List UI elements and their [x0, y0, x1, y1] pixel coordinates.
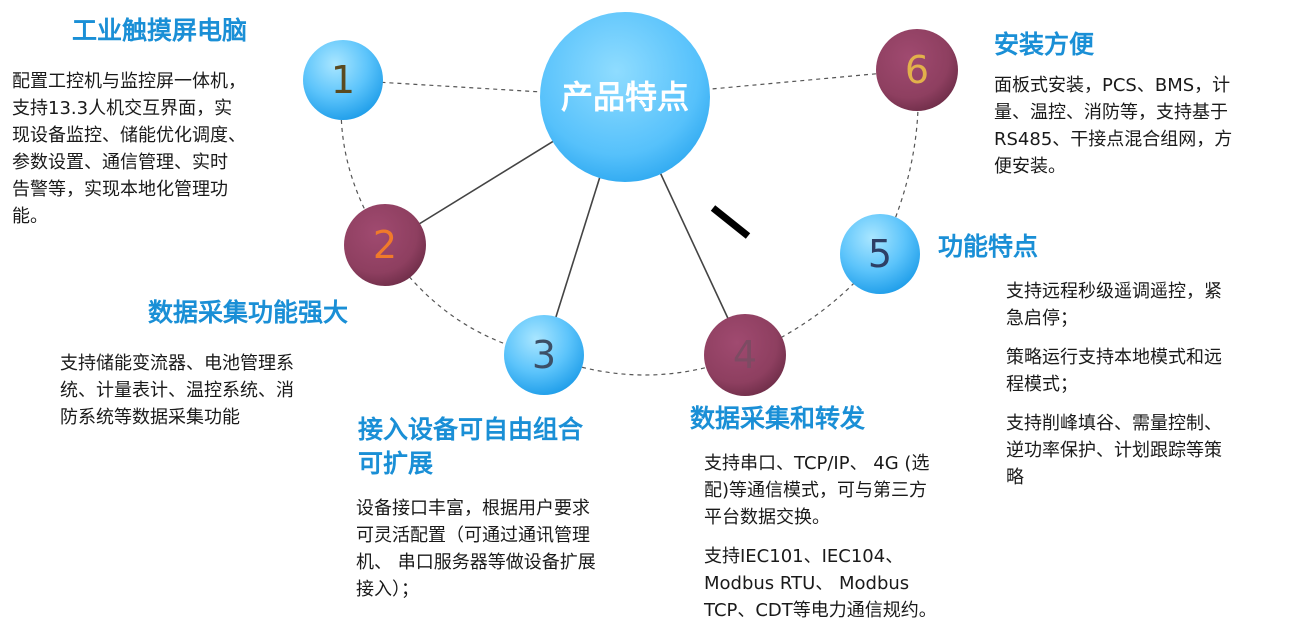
node-2: 2: [344, 204, 426, 286]
nodes: 1 2 3 4 5 6: [303, 29, 958, 396]
node-number-1: 1: [331, 58, 355, 102]
feature-6-description: 面板式安装，PCS、BMS，计 量、温控、消防等，支持基于 RS485、干接点混…: [994, 75, 1233, 177]
node-circle-6: [876, 29, 958, 111]
feature-2-description: 支持储能变流器、电池管理系 统、计量表计、温控系统、消 防系统等数据采集功能: [60, 353, 294, 428]
node-4: 4: [704, 314, 786, 396]
dashed-link-1: [342, 79, 626, 98]
feature-3-description: 设备接口丰富，根据用户要求 可灵活配置（可通过通讯管理 机、 串口服务器等做设备…: [356, 498, 596, 600]
node-5: 5: [840, 214, 920, 294]
feature-2-title: 数据采集功能强大: [148, 298, 349, 327]
node-6: 6: [876, 29, 958, 111]
center-circle: [540, 12, 710, 182]
node-number-2: 2: [373, 223, 397, 267]
feature-3-title: 接入设备可自由组合 可扩展: [358, 415, 584, 478]
node-circle-4: [704, 314, 786, 396]
feature-5-description: 支持远程秒级遥调遥控，紧 急启停； 策略运行支持本地模式和远 程模式； 支持削峰…: [1006, 281, 1222, 488]
feature-4-title: 数据采集和转发: [690, 404, 866, 433]
node-circle-5: [840, 214, 920, 294]
center-label: 产品特点: [561, 78, 689, 116]
node-number-6: 6: [905, 48, 929, 92]
node-3: 3: [504, 315, 584, 395]
node-circle-2: [344, 204, 426, 286]
node-circle-3: [504, 315, 584, 395]
decorative-stroke: [710, 205, 751, 239]
feature-5-title: 功能特点: [938, 232, 1039, 261]
feature-1-title: 工业触摸屏电脑: [72, 16, 248, 45]
node-number-3: 3: [532, 333, 556, 377]
node-number-4: 4: [733, 333, 757, 377]
feature-1-description: 配置工控机与监控屏一体机， 支持13.3人机交互界面，实 现设备监控、储能优化调…: [12, 71, 246, 227]
feature-4-description: 支持串口、TCP/IP、 4G (选 配)等通信模式，可与第三方 平台数据交换。…: [704, 453, 937, 621]
node-circle-1: [303, 40, 383, 120]
node-number-5: 5: [868, 232, 892, 276]
center-node: 产品特点: [540, 12, 710, 182]
feature-6-title: 安装方便: [994, 30, 1095, 59]
node-1: 1: [303, 40, 383, 120]
